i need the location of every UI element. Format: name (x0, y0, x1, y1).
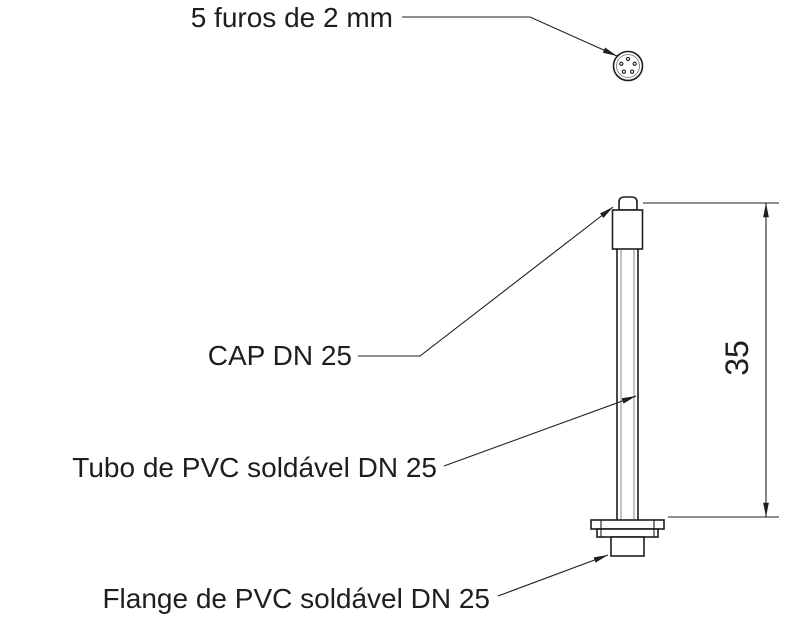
assembly-front-view (590, 196, 665, 557)
cap-leader-line (358, 206, 614, 357)
cap-top-view (612, 50, 644, 82)
flange-label: Flange de PVC soldável DN 25 (102, 583, 490, 614)
hole (625, 56, 631, 62)
height-dimension: 35 (643, 202, 779, 518)
height-dimension-label: 35 (719, 340, 755, 376)
tube-label: Tubo de PVC soldável DN 25 (72, 452, 437, 483)
hole (629, 69, 635, 74)
cap-top-outline (612, 50, 644, 82)
leader-lines (358, 16, 637, 597)
cap-top-inner-edge (616, 54, 640, 78)
flange-plate-top (590, 519, 665, 530)
tube-leader-line (443, 395, 637, 467)
cap-body (611, 209, 644, 250)
hole (619, 61, 624, 66)
flange-plate-bottom (596, 528, 659, 538)
flange-leader-line (497, 554, 609, 597)
holes-label: 5 furos de 2 mm (191, 2, 393, 33)
hole (621, 69, 627, 74)
cap-knob (618, 196, 638, 211)
labels: 5 furos de 2 mm CAP DN 25 Tubo de PVC so… (72, 2, 490, 614)
cap-label: CAP DN 25 (208, 340, 352, 371)
flange-hub (610, 536, 645, 557)
holes-leader-line (402, 16, 618, 57)
hole (632, 61, 637, 66)
